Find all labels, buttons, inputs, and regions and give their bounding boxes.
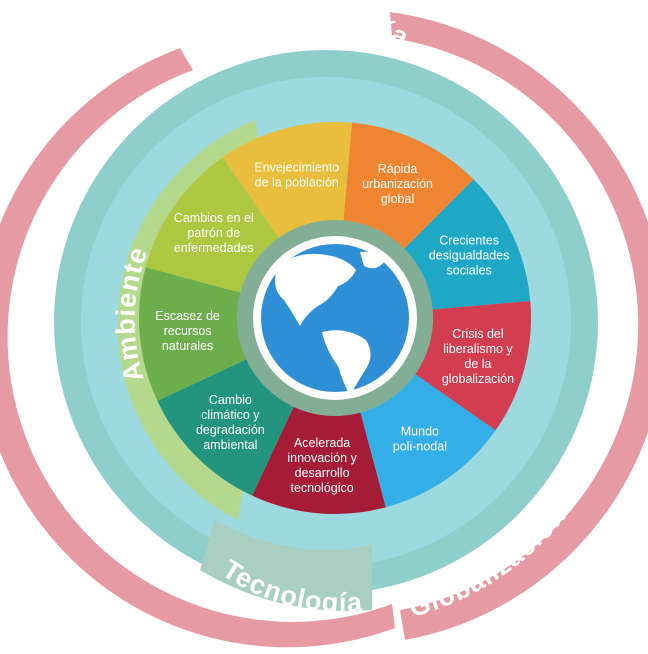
- segment-0: [222, 122, 353, 238]
- segment-label-line: tecnológico: [290, 481, 353, 495]
- tecnologia-band: [200, 520, 372, 612]
- segment-label-line: sociales: [447, 263, 492, 277]
- segment-8: [145, 157, 279, 293]
- globe-land-south-america: [322, 330, 371, 396]
- segment-label-line: Cambio: [209, 393, 252, 407]
- ring-label-demografia: Demografía: [241, 3, 414, 53]
- segment-label-line: Cambios en el: [174, 211, 254, 225]
- segment-label-line: desigualdades: [429, 248, 510, 262]
- segment-label-line: Envejecimiento: [254, 161, 339, 175]
- segment-label-line: recursos: [164, 324, 212, 338]
- segment-2: [404, 179, 531, 310]
- segment-label-line: Crecientes: [439, 233, 499, 247]
- segment-label-line: naturales: [162, 339, 213, 353]
- segment-3: [415, 300, 531, 431]
- segment-label-line: liberalismo y: [443, 342, 513, 356]
- segment-label-line: degradación: [196, 423, 265, 437]
- segment-label-line: Acelerada: [294, 436, 350, 450]
- segment-label-line: innovación y: [287, 451, 357, 465]
- segment-label-line: globalización: [442, 372, 514, 386]
- segment-label-line: ambiental: [203, 438, 257, 452]
- segment-label-line: desarrollo: [295, 466, 350, 480]
- segment-5: [252, 406, 386, 514]
- segment-label-line: Rápida: [378, 162, 418, 176]
- segment-label-line: Escasez de: [155, 309, 220, 323]
- ambiente-band: [117, 120, 262, 520]
- segment-7: [139, 267, 247, 401]
- segment-label-line: poli-nodal: [393, 440, 447, 454]
- segment-label-line: climático y: [201, 408, 260, 422]
- segment-label-line: patrón de: [187, 226, 240, 240]
- segment-label-line: enfermedades: [174, 241, 254, 255]
- segment-1: [343, 122, 474, 249]
- segment-label-line: Crisis del: [452, 327, 503, 341]
- segment-label-line: de la población: [255, 176, 339, 190]
- segment-label-line: global: [381, 192, 414, 206]
- globe-land-north-america: [275, 253, 356, 326]
- segment-label-line: urbanización: [362, 177, 433, 191]
- segment-label-line: de la: [464, 357, 491, 371]
- globe-land-greenland: [360, 251, 384, 269]
- segment-6: [157, 359, 294, 496]
- segment-label-line: Mundo: [401, 425, 439, 439]
- segment-4: [360, 374, 496, 508]
